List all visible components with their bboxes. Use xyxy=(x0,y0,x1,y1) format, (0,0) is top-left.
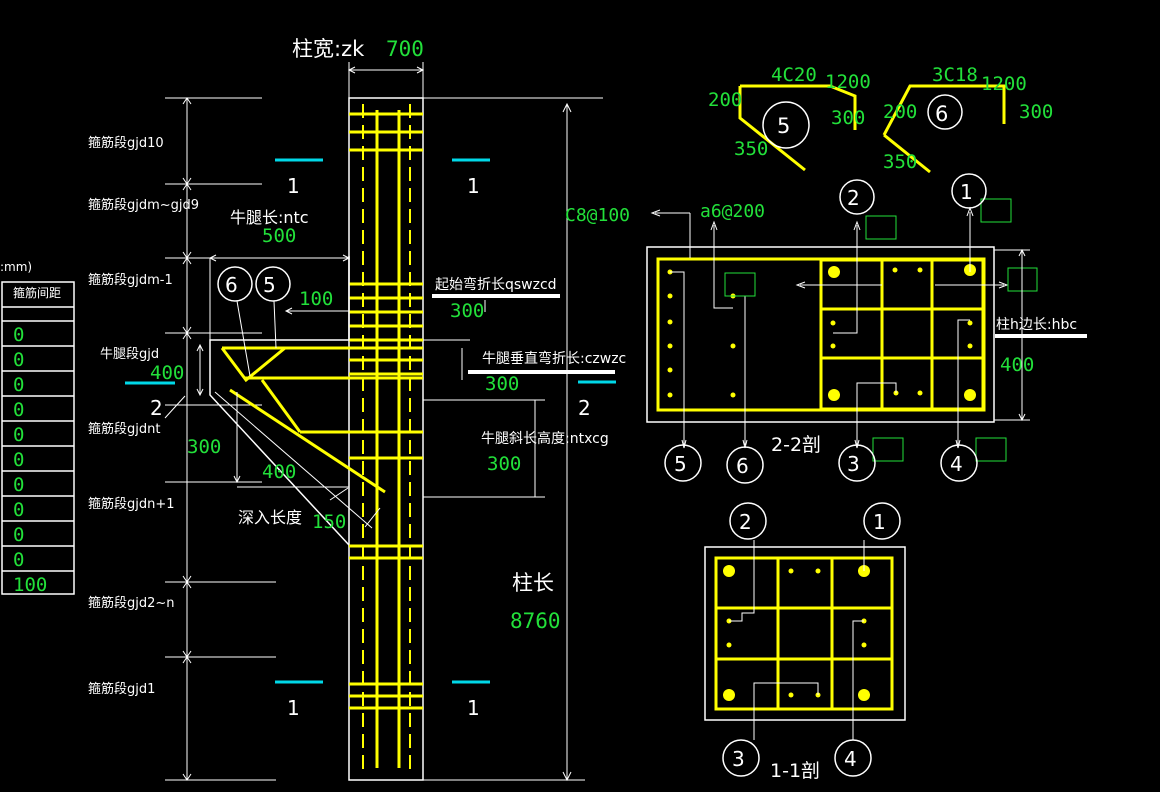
stirrup-tie: a6@200 xyxy=(700,201,765,222)
corbel-embed-label: 深入长度 xyxy=(238,508,302,527)
bar-shape-6: 6 3C18 1200 200 300 350 xyxy=(882,64,1053,174)
bar-spec: 4C20 xyxy=(771,64,817,86)
bar-id: 6 xyxy=(935,102,948,126)
bar-spec: 3C18 xyxy=(932,64,978,86)
corbel-height-value: 400 xyxy=(150,362,184,384)
corbel-length-value: 500 xyxy=(262,225,296,247)
section11-callout: 2 xyxy=(739,510,752,534)
column-vertical-rebars xyxy=(375,110,401,768)
table-cell: 0 xyxy=(13,549,24,571)
section-mark: 2 xyxy=(578,396,591,420)
section-mark: 1 xyxy=(287,696,300,720)
section-mark: 1 xyxy=(287,174,300,198)
table-cell: 0 xyxy=(13,399,24,421)
column-dashed-rebars xyxy=(362,104,411,775)
table-cell: 100 xyxy=(13,574,47,596)
column-length-dimension: 柱长 8760 xyxy=(423,102,585,782)
start-bend-label: 起始弯折长qswzcd xyxy=(435,276,557,293)
start-bend-value: 300 xyxy=(450,300,484,322)
segment-label: 箍筋段gjdn+1 xyxy=(88,496,175,512)
column-width-value: 700 xyxy=(386,37,424,61)
segment-label: 箍筋段gjdnt xyxy=(88,421,160,437)
section22-callout: 2 xyxy=(847,186,860,210)
vert-bend-value: 300 xyxy=(485,373,519,395)
section22-outline xyxy=(646,246,995,423)
section-1-1: 2 1 3 4 1-1剖 xyxy=(704,502,906,782)
table-frame xyxy=(1,281,75,595)
bar-id: 5 xyxy=(777,114,790,138)
corbel-offset-value: 100 xyxy=(299,288,333,310)
column-length-value: 8760 xyxy=(510,609,561,633)
section22-callout: 5 xyxy=(674,452,687,476)
segment-label: 箍筋段gjdm~gjd9 xyxy=(88,197,199,213)
section22-callout: 6 xyxy=(736,454,749,478)
section-mark: 1 xyxy=(467,696,480,720)
table-cell: 0 xyxy=(13,324,24,346)
table-cell: 0 xyxy=(13,499,24,521)
corbel-horiz-value: 400 xyxy=(262,461,296,483)
bar-left-hook: 200 xyxy=(708,89,742,111)
bar-top-length: 1200 xyxy=(825,71,871,93)
bar-bottom: 350 xyxy=(734,138,768,160)
table-header: 箍筋间距 xyxy=(13,285,61,300)
table-rows: 0 0 0 0 0 0 0 0 0 0 100 xyxy=(2,306,74,596)
bar-top-length: 1200 xyxy=(981,73,1027,95)
table-cell: 0 xyxy=(13,374,24,396)
bar-left-hook: 200 xyxy=(883,101,917,123)
section-mark: 2 xyxy=(150,396,163,420)
section-mark: 1 xyxy=(467,174,480,198)
table-cell: 0 xyxy=(13,424,24,446)
section22-title: 2-2剖 xyxy=(771,434,821,456)
column-width-label: 柱宽:zk xyxy=(292,37,365,61)
section11-callout: 1 xyxy=(873,510,886,534)
segment-label: 箍筋段gjdm-1 xyxy=(88,272,173,288)
column-length-label: 柱长 xyxy=(512,571,554,595)
column-elevation: 柱宽:zk 700 xyxy=(125,37,616,782)
segment-label: 箍筋段gjd10 xyxy=(88,135,164,151)
section22-callout: 3 xyxy=(847,452,860,476)
vert-bend-label: 牛腿垂直弯折长:czwzc xyxy=(482,350,626,367)
corbel-callout: 6 xyxy=(225,273,238,297)
corbel-length-label: 牛腿长:ntc xyxy=(230,208,309,227)
table-cell: 0 xyxy=(13,349,24,371)
section-2-2: 2 1 5 6 3 4 2-2剖 C8@100 a6@200 柱h边长:hbc … xyxy=(565,173,1087,484)
corbel-callouts: 6 5 xyxy=(217,266,291,377)
table-cell: 0 xyxy=(13,474,24,496)
hbc-value: 400 xyxy=(1000,354,1034,376)
section11-outline xyxy=(704,546,906,721)
corbel-embed-value: 150 xyxy=(312,511,346,533)
bar-shape-5: 5 4C20 1200 200 300 350 xyxy=(708,64,871,172)
slope-height-value: 300 xyxy=(487,453,521,475)
section-cut-marks: 1 1 1 1 2 2 xyxy=(125,158,616,720)
stirrup-main: C8@100 xyxy=(565,205,630,226)
segment-label: 牛腿段gjd xyxy=(100,347,159,362)
section22-callout: 1 xyxy=(960,180,973,204)
column-stirrups xyxy=(300,112,423,710)
corbel-depth-value: 300 xyxy=(187,436,221,458)
corbel-rebars xyxy=(220,346,423,494)
segment-label: 箍筋段gjd2~n xyxy=(88,595,175,611)
corbel-callout: 5 xyxy=(263,273,276,297)
bar-right-hook: 300 xyxy=(831,107,865,129)
bar-right-hook: 300 xyxy=(1019,101,1053,123)
slope-height-label: 牛腿斜长高度:ntxcg xyxy=(481,430,609,447)
section11-callout: 4 xyxy=(844,747,857,771)
section11-callout: 3 xyxy=(732,747,745,771)
bar-bottom: 350 xyxy=(883,151,917,173)
section11-title: 1-1剖 xyxy=(770,760,820,782)
corbel: 牛腿长:ntc 500 100 400 300 400 深入长度 150 6 5 xyxy=(150,208,626,546)
hbc-label: 柱h边长:hbc xyxy=(996,317,1077,333)
column-outline xyxy=(348,97,424,781)
segment-labels: 箍筋段gjd10 箍筋段gjdm~gjd9 箍筋段gjdm-1 牛腿段gjd 箍… xyxy=(88,135,199,697)
segment-dimension-line xyxy=(165,97,276,781)
table-cell: 0 xyxy=(13,449,24,471)
section22-callout: 4 xyxy=(950,452,963,476)
segment-label: 箍筋段gjd1 xyxy=(88,681,155,697)
stirrup-spacing-table: :mm) 箍筋间距 0 0 0 0 0 0 0 0 0 0 100 xyxy=(0,260,75,596)
table-cell: 0 xyxy=(13,524,24,546)
table-unit-fragment: :mm) xyxy=(0,260,32,274)
